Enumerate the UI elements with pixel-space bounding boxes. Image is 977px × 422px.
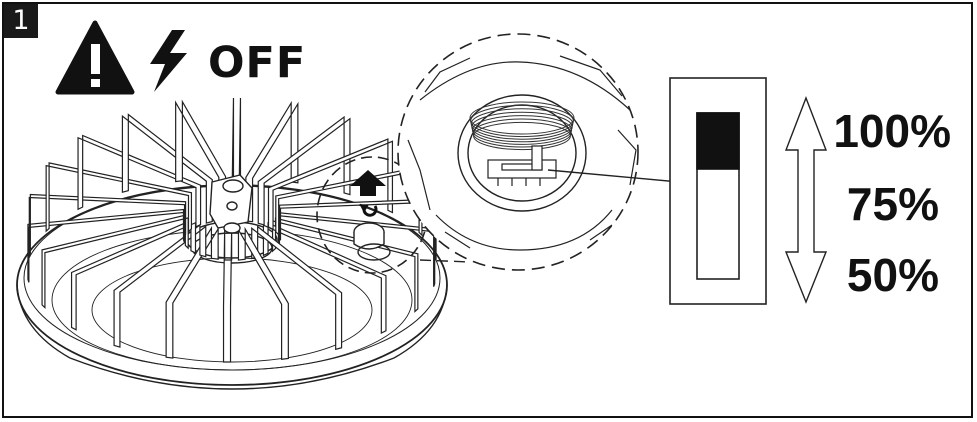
zoom-detail-circle bbox=[397, 33, 691, 271]
socket-thread bbox=[472, 118, 572, 148]
heatsink-fin bbox=[277, 212, 436, 287]
heatsink-fin bbox=[70, 219, 197, 331]
lightning-bolt-icon bbox=[150, 30, 187, 92]
heatsink-fin bbox=[45, 162, 193, 233]
zoom-connector-bottom bbox=[419, 259, 471, 263]
switch-knob[interactable] bbox=[696, 112, 740, 170]
warning-triangle-icon bbox=[55, 20, 135, 95]
socket-thread bbox=[470, 108, 574, 140]
heatsink-fin bbox=[245, 100, 299, 223]
access-cap bbox=[353, 222, 391, 261]
heatsink-fin bbox=[262, 222, 387, 334]
dip-switch-component bbox=[487, 145, 557, 186]
heatsink-fin bbox=[28, 193, 187, 257]
rotate-unscrew-icon bbox=[359, 203, 378, 217]
diagram-frame bbox=[2, 2, 973, 418]
level-label-low: 50% bbox=[846, 249, 939, 301]
heatsink-fin bbox=[237, 226, 289, 360]
socket-thread bbox=[471, 111, 573, 143]
socket-thread bbox=[470, 104, 574, 138]
mounting-bracket bbox=[209, 174, 253, 234]
heatsink-fin bbox=[222, 229, 233, 363]
socket-thread bbox=[471, 115, 573, 145]
heatsink-fin bbox=[257, 115, 351, 226]
heatsink-fin bbox=[27, 208, 186, 283]
heatsink-fin bbox=[267, 138, 394, 231]
heatsink-fin bbox=[77, 134, 202, 228]
power-off-label: OFF bbox=[208, 38, 307, 88]
double-arrow-icon bbox=[784, 96, 828, 304]
level-label-high: 100% bbox=[833, 105, 951, 157]
socket-thread bbox=[473, 121, 571, 151]
step-number-badge: 1 bbox=[4, 4, 38, 38]
level-label-mid: 75% bbox=[846, 178, 939, 230]
switch-enlarged-panel bbox=[669, 77, 767, 305]
remove-arrow-icon bbox=[350, 170, 386, 196]
switch-leader-line bbox=[547, 169, 691, 184]
socket-thread bbox=[469, 101, 575, 135]
heatsink-fin bbox=[113, 223, 207, 348]
heatsink-fin bbox=[278, 198, 437, 261]
